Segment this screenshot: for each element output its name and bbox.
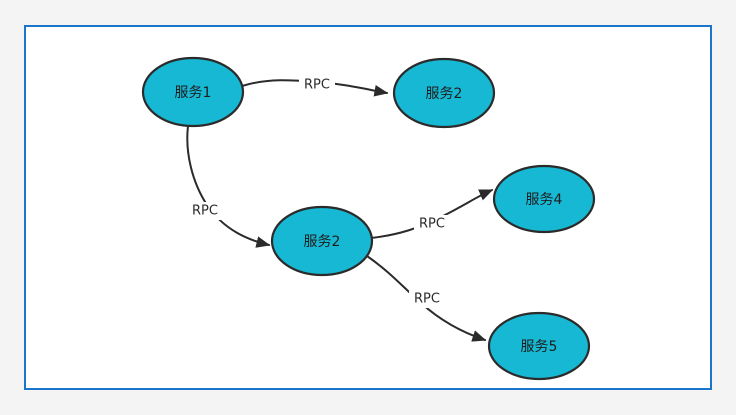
edge-label-rpc-4: RPC — [409, 290, 445, 308]
edge-service1-to-service2-middle[interactable] — [186, 125, 271, 248]
edge-label-group: RPC RPC RPC RPC — [187, 76, 450, 308]
node-shape[interactable] — [492, 164, 596, 234]
edge-label-text: RPC — [304, 78, 330, 93]
edge-label-text: RPC — [192, 204, 218, 219]
node-group: 服务1 服务2 服务2 服务4 服务5 — [141, 56, 596, 381]
node-label: 服务1 — [175, 85, 212, 101]
node-shape[interactable] — [392, 57, 496, 129]
node-service5[interactable]: 服务5 — [487, 311, 591, 381]
node-service4[interactable]: 服务4 — [492, 164, 596, 234]
diagram-frame — [24, 25, 712, 390]
node-shape[interactable] — [141, 56, 245, 128]
edge-label-rpc-3: RPC — [414, 215, 450, 233]
node-service2-middle[interactable]: 服务2 — [270, 205, 374, 277]
edge-label-text: RPC — [419, 217, 445, 232]
node-service2-top[interactable]: 服务2 — [392, 57, 496, 129]
edge-label-rpc-1: RPC — [299, 76, 335, 94]
node-service1[interactable]: 服务1 — [141, 56, 245, 128]
node-label: 服务4 — [526, 192, 563, 208]
node-label: 服务5 — [521, 339, 558, 355]
node-label: 服务2 — [304, 234, 341, 250]
node-shape[interactable] — [270, 205, 374, 277]
edge-label-text: RPC — [414, 292, 440, 307]
edge-label-rpc-2: RPC — [187, 202, 223, 220]
node-shape[interactable] — [487, 311, 591, 381]
node-label: 服务2 — [426, 86, 463, 102]
